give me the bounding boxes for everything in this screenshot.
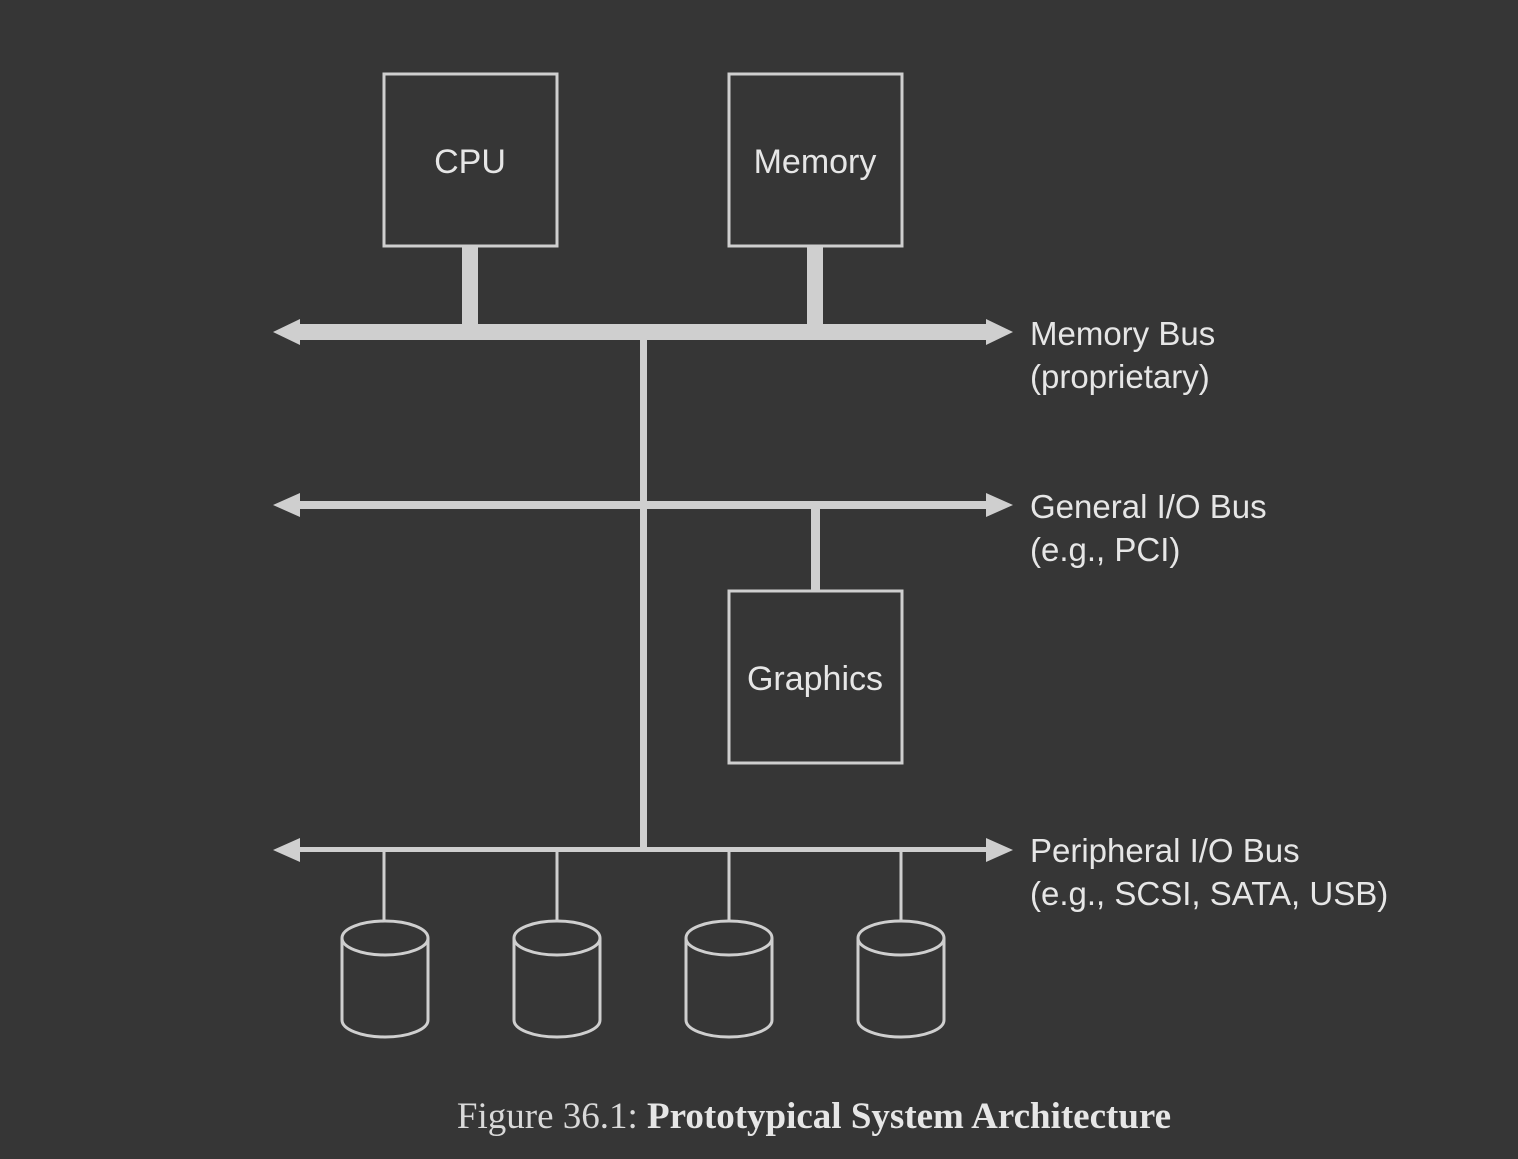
figure-caption: Figure 36.1: Prototypical System Archite… bbox=[457, 1096, 1171, 1137]
graphics-bus-link bbox=[811, 509, 820, 591]
caption-title: Prototypical System Architecture bbox=[647, 1096, 1171, 1137]
memory-bus-name: Memory Bus bbox=[1030, 315, 1215, 352]
disk-3 bbox=[684, 852, 774, 1039]
memory-component: Memory bbox=[727, 72, 904, 326]
peripheral-io-bus-left-arrow bbox=[273, 838, 300, 862]
disk-4 bbox=[856, 852, 946, 1039]
bus-bridge-line bbox=[640, 340, 647, 852]
peripheral-io-bus: Peripheral I/O Bus (e.g., SCSI, SATA, US… bbox=[273, 832, 1388, 912]
memory-bus-left-arrow bbox=[273, 319, 300, 345]
graphics-label: Graphics bbox=[747, 660, 883, 698]
peripheral-io-bus-right-arrow bbox=[986, 838, 1013, 862]
memory-bus-link bbox=[807, 246, 823, 326]
peripheral-io-bus-line bbox=[292, 847, 992, 852]
disk-2-body bbox=[512, 938, 602, 1039]
disk-3-body bbox=[684, 938, 774, 1039]
disk-3-top bbox=[684, 919, 774, 957]
peripheral-io-bus-note: (e.g., SCSI, SATA, USB) bbox=[1030, 875, 1388, 912]
memory-bus-line bbox=[296, 324, 990, 340]
memory-label: Memory bbox=[754, 143, 877, 181]
general-io-bus-name: General I/O Bus bbox=[1030, 488, 1267, 525]
disk-1 bbox=[340, 852, 430, 1039]
cpu-component: CPU bbox=[382, 72, 559, 326]
caption-prefix: Figure 36.1: bbox=[457, 1096, 647, 1137]
cpu-bus-link bbox=[462, 246, 478, 326]
disk-1-top bbox=[340, 919, 430, 957]
disk-1-body bbox=[340, 938, 430, 1039]
graphics-component: Graphics bbox=[727, 509, 904, 765]
cpu-label: CPU bbox=[434, 143, 506, 181]
general-io-bus: General I/O Bus (e.g., PCI) bbox=[273, 488, 1267, 568]
peripheral-io-bus-name: Peripheral I/O Bus bbox=[1030, 832, 1300, 869]
disk-4-body bbox=[856, 938, 946, 1039]
general-io-bus-note: (e.g., PCI) bbox=[1030, 531, 1180, 568]
disk-2 bbox=[512, 852, 602, 1039]
general-io-bus-line bbox=[292, 501, 992, 509]
disk-4-top bbox=[856, 919, 946, 957]
disk-2-top bbox=[512, 919, 602, 957]
memory-bus: Memory Bus (proprietary) bbox=[273, 315, 1215, 395]
general-io-bus-right-arrow bbox=[986, 493, 1013, 517]
general-io-bus-left-arrow bbox=[273, 493, 300, 517]
memory-bus-note: (proprietary) bbox=[1030, 358, 1210, 395]
memory-bus-right-arrow bbox=[986, 319, 1013, 345]
graphics-box bbox=[727, 589, 904, 765]
